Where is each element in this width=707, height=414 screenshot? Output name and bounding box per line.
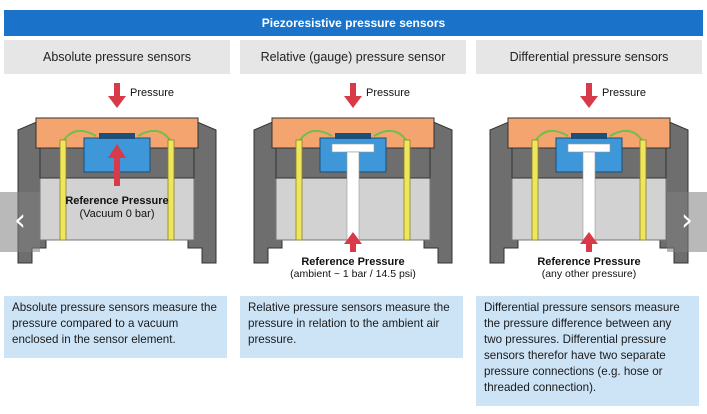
reference-arrow	[344, 232, 362, 252]
column-heading-differential: Differential pressure sensors	[476, 40, 702, 74]
chevron-right-icon: ›	[681, 203, 693, 238]
pressure-arrow	[108, 83, 126, 108]
differential-sensor-diagram: Pressure Reference Pressure (any other p…	[489, 83, 689, 280]
page-title: Piezoresistive pressure sensors	[4, 10, 703, 36]
pressure-arrow	[580, 83, 598, 108]
pressure-label: Pressure	[366, 87, 410, 99]
reference-pressure-note: (ambient ~ 1 bar / 14.5 psi)	[290, 268, 416, 280]
column-heading-relative: Relative (gauge) pressure sensor	[240, 40, 466, 74]
differential-sensor-description: Differential pressure sensors measure th…	[476, 296, 699, 406]
relative-sensor-description: Relative pressure sensors measure the pr…	[240, 296, 463, 358]
absolute-sensor-description: Absolute pressure sensors measure the pr…	[4, 296, 227, 358]
reference-pressure-note: (Vacuum 0 bar)	[80, 208, 155, 220]
sensor-housing	[253, 117, 453, 264]
absolute-sensor-diagram: Pressure Reference Pressure (Vacuum 0 ba…	[17, 83, 217, 264]
sensor-housing	[489, 117, 689, 264]
column-heading-absolute: Absolute pressure sensors	[4, 40, 230, 74]
reference-pressure-label: Reference Pressure	[537, 256, 640, 268]
reference-pressure-label: Reference Pressure	[301, 256, 404, 268]
relative-sensor-diagram: Pressure Reference Pressure (ambient ~ 1…	[253, 83, 453, 280]
reference-pressure-label: Reference Pressure	[65, 195, 168, 207]
previous-slide-button[interactable]: ‹	[0, 192, 40, 252]
pressure-label: Pressure	[602, 87, 646, 99]
next-slide-button[interactable]: ›	[667, 192, 707, 252]
reference-pressure-note: (any other pressure)	[542, 268, 637, 280]
sensor-housing	[17, 117, 217, 264]
pressure-label: Pressure	[130, 87, 174, 99]
reference-arrow	[108, 144, 126, 186]
chevron-left-icon: ‹	[14, 203, 26, 238]
reference-arrow	[580, 232, 598, 252]
pressure-arrow	[344, 83, 362, 108]
